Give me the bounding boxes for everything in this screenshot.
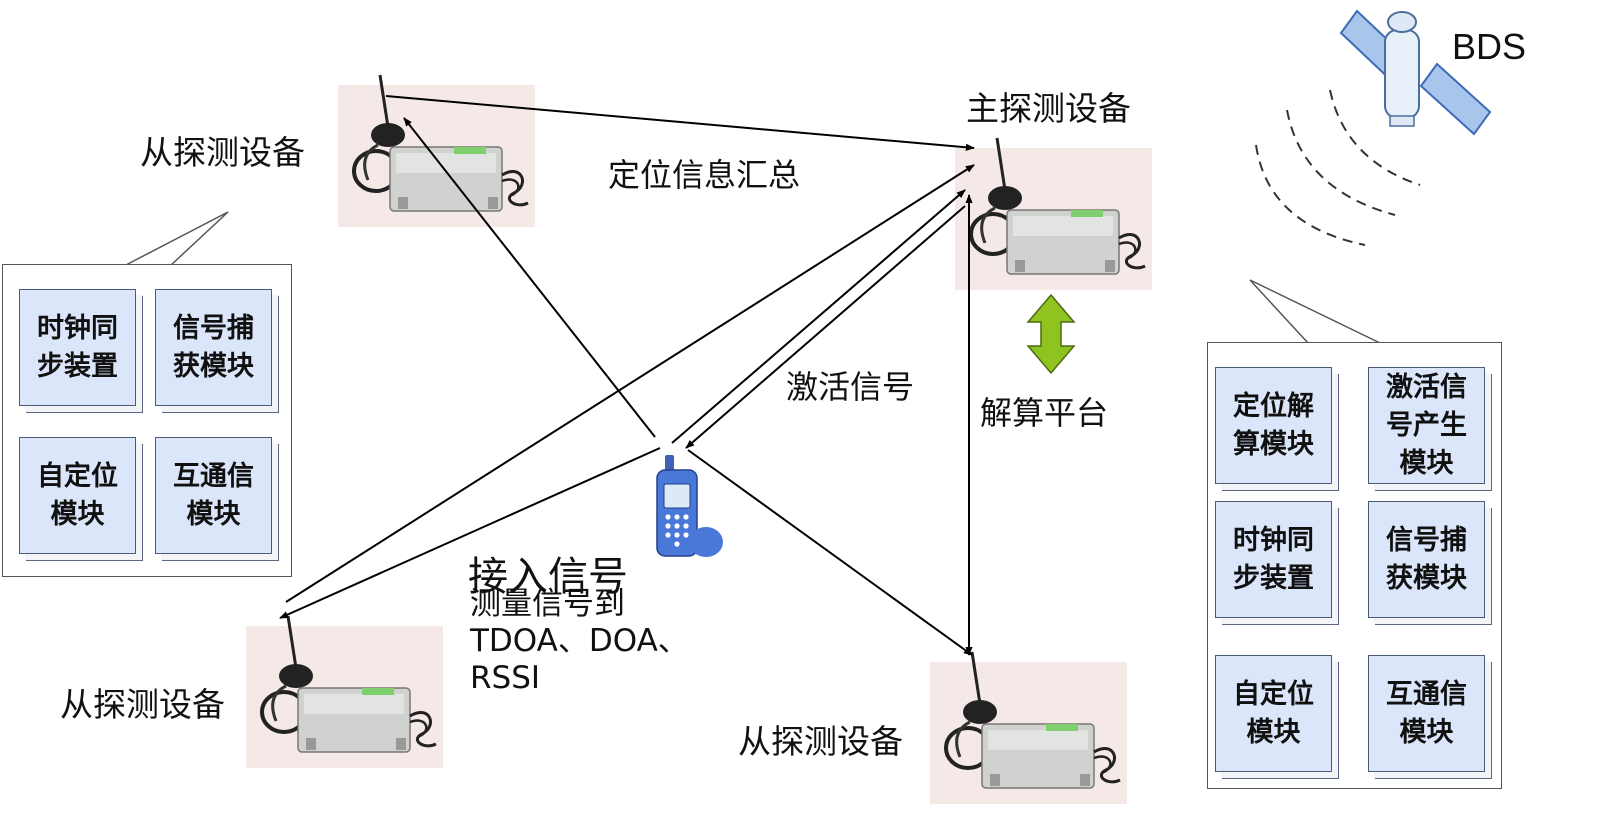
arrow-phone-to-slave-top bbox=[403, 117, 656, 438]
measure-signal-text: 测量信号到 TDOA、DOA、 RSSI bbox=[470, 586, 689, 697]
aggregate-info-label: 定位信息汇总 bbox=[608, 156, 801, 194]
arrow-phone-to-slave-bl bbox=[279, 447, 661, 619]
module-clock-sync: 时钟同步装置 bbox=[1215, 501, 1332, 618]
slave-device-bottom-left-image bbox=[244, 614, 445, 770]
access-signal-title: 接入信号 bbox=[468, 554, 628, 600]
arrow-phone-to-master bbox=[671, 189, 966, 444]
arrow-slave-bl-to-master bbox=[285, 164, 975, 603]
module-positioning-solver: 定位解算模块 bbox=[1215, 367, 1332, 484]
signal-waves-icon bbox=[1255, 89, 1421, 246]
slave-module-panel: 时钟同步装置 信号捕获模块 自定位模块 互通信模块 bbox=[2, 264, 292, 577]
slave-device-bottom-right-image bbox=[928, 650, 1129, 806]
module-intercommunication: 互通信模块 bbox=[155, 437, 272, 554]
arrow-phone-to-slave-br bbox=[687, 449, 973, 656]
master-device-label: 主探测设备 bbox=[966, 89, 1131, 128]
measure-line-2: TDOA、DOA、 bbox=[470, 623, 689, 659]
mobile-phone-icon bbox=[656, 455, 723, 557]
double-arrow-icon bbox=[1026, 293, 1076, 375]
satellite-icon bbox=[1339, 9, 1492, 136]
slave-device-top-image bbox=[336, 73, 537, 229]
left-panel-callout-tail bbox=[123, 211, 229, 267]
arrow-slave-top-to-master bbox=[385, 95, 975, 151]
master-module-panel: 定位解算模块 激活信号产生模块 时钟同步装置 信号捕获模块 自定位模块 互通信模… bbox=[1207, 342, 1502, 789]
module-intercommunication: 互通信模块 bbox=[1368, 655, 1485, 772]
bds-label: BDS bbox=[1452, 26, 1527, 67]
slave-device-top-label: 从探测设备 bbox=[140, 133, 305, 172]
slave-device-bottom-right-label: 从探测设备 bbox=[738, 722, 903, 761]
module-signal-capture: 信号捕获模块 bbox=[155, 289, 272, 406]
solver-platform-label: 解算平台 bbox=[980, 394, 1109, 432]
measure-line-3: RSSI bbox=[470, 660, 541, 696]
signal-arrows bbox=[279, 95, 975, 656]
measure-line-1: 测量信号到 bbox=[470, 586, 625, 622]
activate-signal-label: 激活信号 bbox=[786, 368, 915, 406]
module-self-positioning: 自定位模块 bbox=[19, 437, 136, 554]
arrow-master-to-phone bbox=[685, 205, 966, 449]
master-device-image bbox=[953, 136, 1154, 292]
module-signal-capture: 信号捕获模块 bbox=[1368, 501, 1485, 618]
module-self-positioning: 自定位模块 bbox=[1215, 655, 1332, 772]
slave-device-bottom-left-label: 从探测设备 bbox=[60, 685, 225, 724]
right-panel-callout-tail bbox=[1249, 279, 1381, 344]
module-activation-signal-generator: 激活信号产生模块 bbox=[1368, 367, 1485, 484]
module-clock-sync: 时钟同步装置 bbox=[19, 289, 136, 406]
